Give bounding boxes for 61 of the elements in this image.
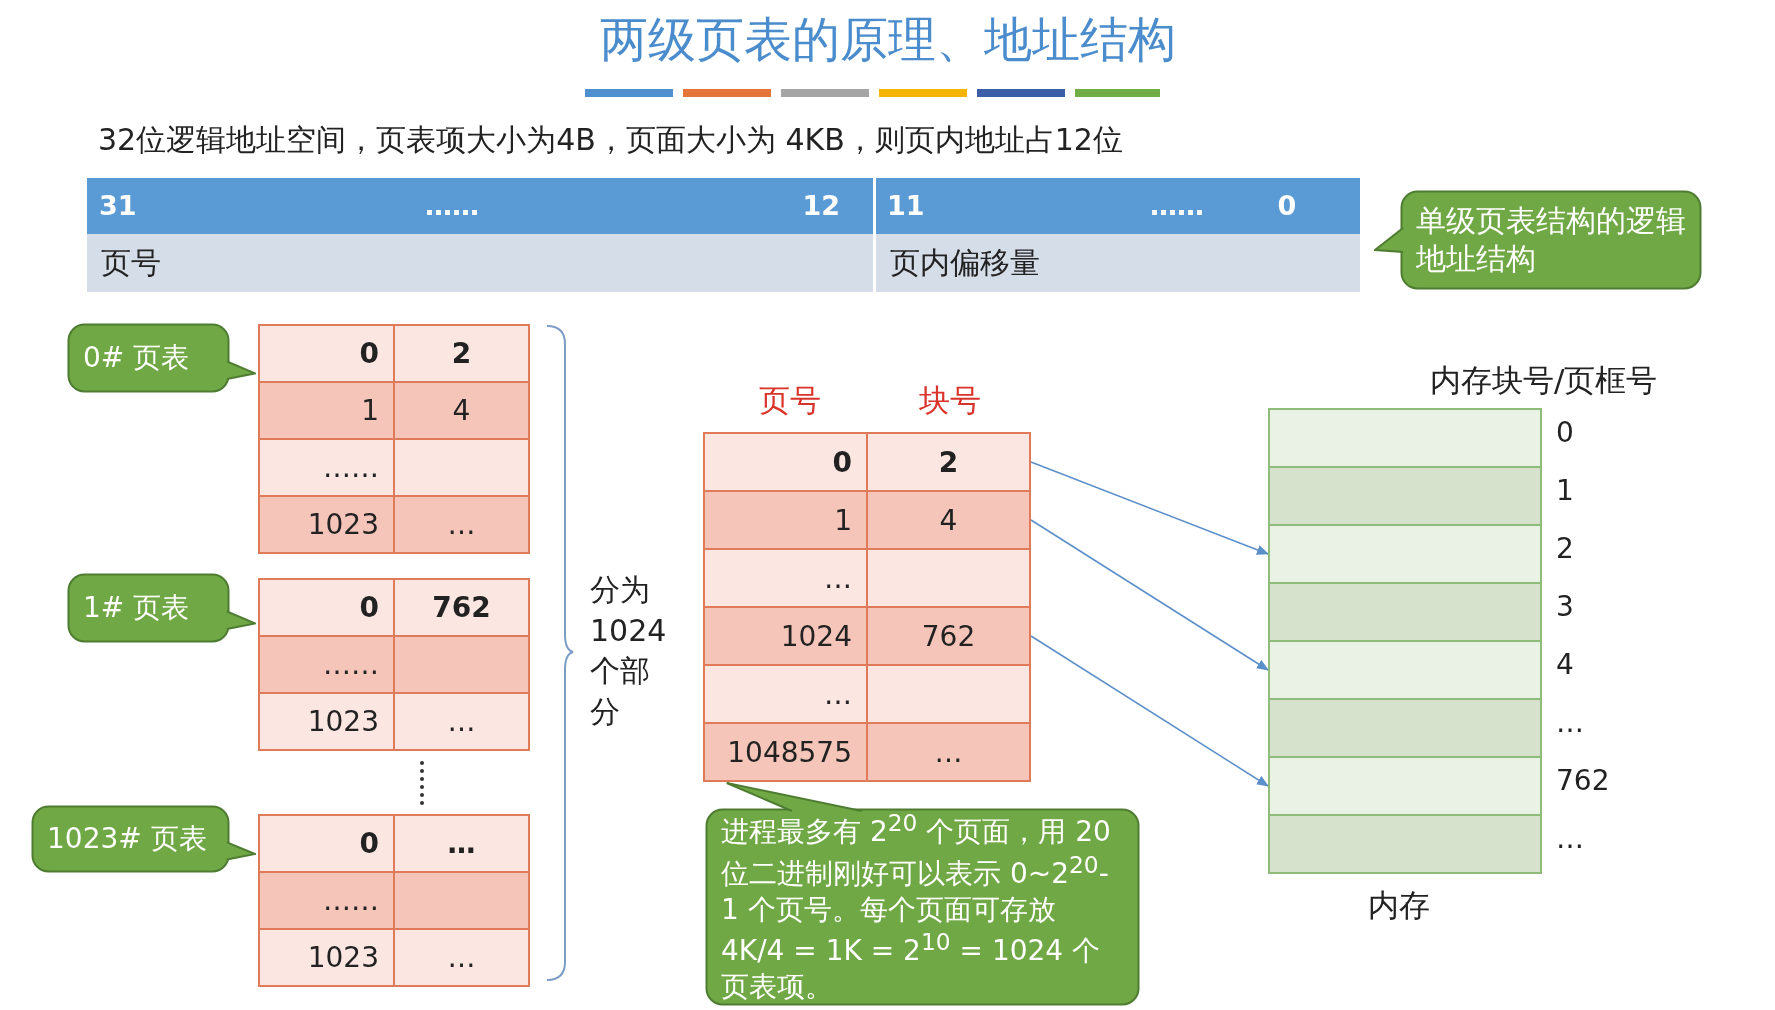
title: 两级页表的原理、地址结构: [598, 10, 1177, 69]
bit-number: 31: [99, 189, 138, 223]
bit-number: ……: [1149, 189, 1205, 223]
table-cell: ……: [258, 438, 395, 497]
table-cell: 762: [866, 606, 1031, 666]
bit-number: 12: [801, 189, 840, 223]
table-cell: …: [393, 692, 530, 751]
frame-number: 762: [1556, 764, 1611, 799]
table-cell: 1023: [258, 692, 395, 751]
table-cell: 1023: [258, 928, 395, 987]
caption-text: 内存: [1368, 886, 1431, 925]
table-cell: 2: [866, 432, 1031, 492]
table-cell: …: [703, 548, 868, 608]
table-cell: …: [866, 722, 1031, 782]
table-cell: 0: [258, 324, 395, 383]
bit-number: 11: [887, 189, 926, 223]
frame-number: …: [1556, 706, 1585, 741]
bit-number: 0: [1276, 189, 1298, 223]
arrow: [1030, 635, 1269, 787]
memory-block: [1268, 756, 1542, 816]
memory-block: [1268, 408, 1542, 468]
frame-number: 0: [1556, 416, 1575, 451]
table-cell: 1023: [258, 495, 395, 554]
frame-number: 3: [1556, 590, 1575, 625]
column-header: 页号: [758, 381, 822, 420]
frame-number: 4: [1556, 648, 1575, 683]
field-cell: 页内偏移量: [876, 234, 1360, 292]
table-cell: …: [393, 928, 530, 987]
field-cell: 页号: [87, 234, 873, 292]
memory-block: [1268, 524, 1542, 584]
table-cell: 4: [393, 381, 530, 440]
table-cell: 0: [258, 578, 395, 637]
table-cell: 1024: [703, 606, 868, 666]
memory-block: [1268, 814, 1542, 874]
frame-number: 2: [1556, 532, 1575, 567]
frame-number: 1: [1556, 474, 1575, 509]
table-cell: ……: [258, 635, 395, 694]
bit-number: ……: [424, 189, 480, 223]
memory-block: [1268, 466, 1542, 526]
table-cell: 4: [866, 490, 1031, 550]
table-cell: 2: [393, 324, 530, 383]
frame-number: …: [1556, 822, 1585, 857]
column-header: 内存块号/页框号: [1430, 361, 1659, 400]
annotation-text: 分为1024个部分: [590, 571, 668, 731]
table-cell: 0: [703, 432, 868, 492]
column-header: 块号: [918, 381, 982, 420]
table-cell: …: [393, 495, 530, 554]
table-cell: 1: [703, 490, 868, 550]
table-cell: …: [393, 814, 530, 873]
table-cell: …: [703, 664, 868, 724]
table-cell: ……: [258, 871, 395, 930]
table-cell: 1048575: [703, 722, 868, 782]
table-cell: 1: [258, 381, 395, 440]
memory-block: [1268, 640, 1542, 700]
memory-block: [1268, 582, 1542, 642]
arrow: [1030, 519, 1269, 671]
intro-text: 32位逻辑地址空间，页表项大小为4B，页面大小为 4KB，则页内地址占12位: [98, 121, 1124, 159]
arrow: [1030, 461, 1269, 555]
table-cell: 0: [258, 814, 395, 873]
table-cell: 762: [393, 578, 530, 637]
memory-block: [1268, 698, 1542, 758]
